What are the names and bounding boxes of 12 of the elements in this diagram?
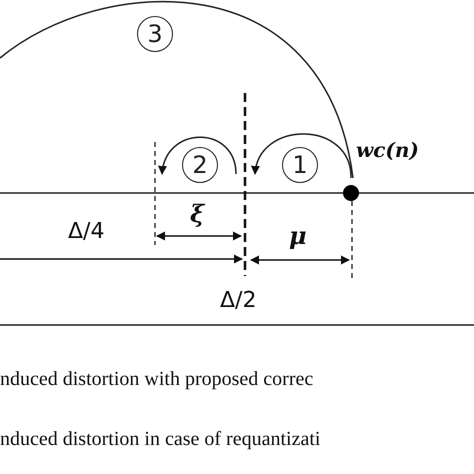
step-number: 2 <box>182 147 218 183</box>
step-number: 1 <box>282 147 318 183</box>
symbol-label: μ <box>289 221 307 250</box>
point-label: wc(n) <box>356 138 419 162</box>
dimension-label: Δ/2 <box>220 288 256 313</box>
caption-text: nduced distortion with proposed correc <box>0 368 314 391</box>
dimension-label: Δ/4 <box>68 219 104 244</box>
point-marker <box>343 185 359 201</box>
step-number: 3 <box>137 16 173 52</box>
curved-arrow <box>252 133 352 178</box>
caption-text: nduced distortion in case of requantizati <box>0 428 320 451</box>
symbol-label: ξ <box>190 199 204 228</box>
